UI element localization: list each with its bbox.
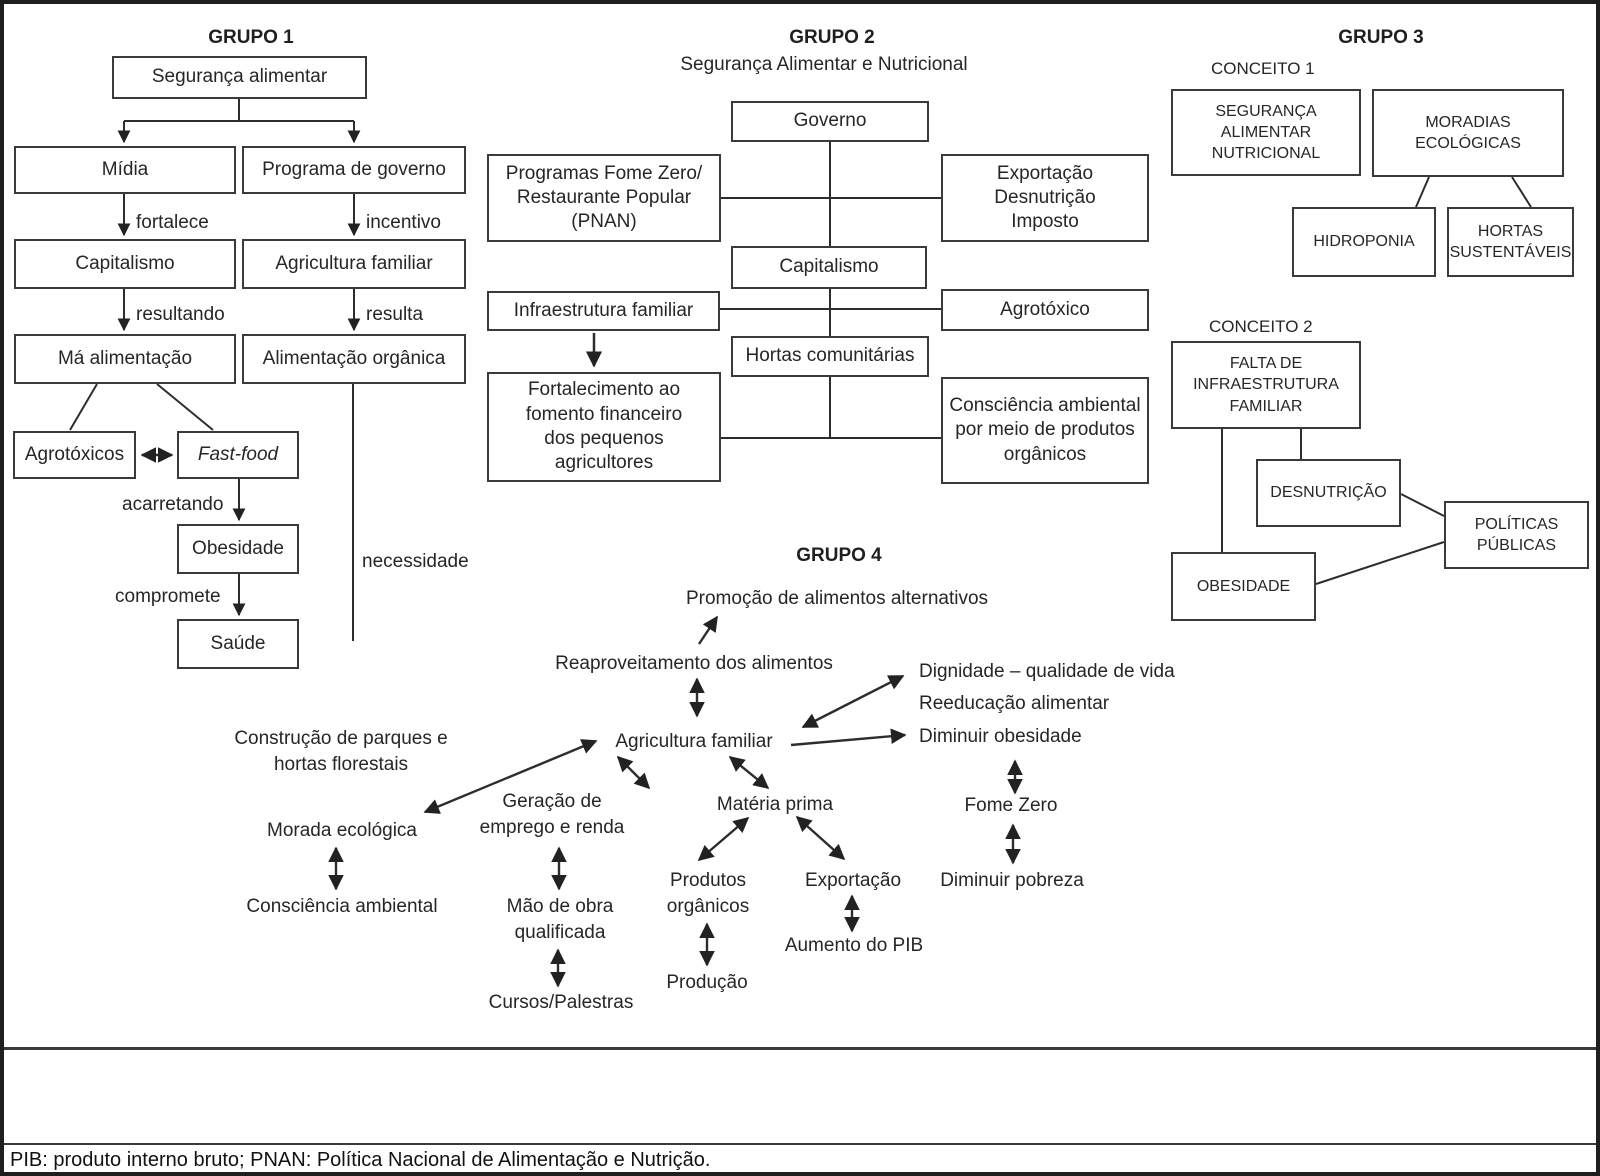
node-falta-infraestrutura-familiar: FALTA DE INFRAESTRUTURA FAMILIAR [1171, 341, 1361, 429]
node-morada-ecologica: Morada ecológica [267, 820, 417, 841]
node-dignidade-qualidade: Dignidade – qualidade de vida [919, 661, 1175, 682]
node-hortas-comunitarias: Hortas comunitárias [731, 336, 929, 377]
node-exportacao-desnutricao-imposto: Exportação Desnutrição Imposto [941, 154, 1149, 242]
node-capitalismo-g2: Capitalismo [731, 246, 927, 289]
node-governo: Governo [731, 101, 929, 142]
node-desnutricao: DESNUTRIÇÃO [1256, 459, 1401, 527]
node-fast-food: Fast-food [177, 431, 299, 479]
node-midia: Mídia [14, 146, 236, 194]
divider-line-bottom [4, 1143, 1596, 1145]
node-promocao-alimentos: Promoção de alimentos alternativos [685, 588, 989, 609]
node-fome-zero: Fome Zero [964, 795, 1058, 816]
edge-label-incentivo: incentivo [366, 212, 441, 233]
node-hidroponia: HIDROPONIA [1292, 207, 1436, 277]
node-agrotoxico-g2: Agrotóxico [941, 289, 1149, 331]
node-seguranca-alimentar-nutricional: SEGURANÇA ALIMENTAR NUTRICIONAL [1171, 89, 1361, 176]
node-saude: Saúde [177, 619, 299, 669]
edge-label-necessidade: necessidade [362, 551, 469, 572]
node-consciencia-ambiental-g2: Consciência ambiental por meio de produt… [941, 377, 1149, 484]
edge-label-fortalece: fortalece [136, 212, 209, 233]
node-consciencia-ambiental-g4: Consciência ambiental [246, 896, 438, 917]
node-fortalecimento-fomento: Fortalecimento ao fomento financeiro dos… [487, 372, 721, 482]
node-agricultura-familiar-g4: Agricultura familiar [615, 731, 773, 752]
group1-title: GRUPO 1 [208, 27, 294, 48]
node-politicas-publicas: POLÍTICAS PÚBLICAS [1444, 501, 1589, 569]
node-produtos-organicos: Produtos orgânicos [666, 870, 750, 917]
node-diminuir-obesidade: Diminuir obesidade [919, 726, 1082, 747]
node-moradias-ecologicas: MORADIAS ECOLÓGICAS [1372, 89, 1564, 177]
group4-title: GRUPO 4 [796, 545, 882, 566]
group2-title: GRUPO 2 [789, 27, 875, 48]
node-obesidade-g3: OBESIDADE [1171, 552, 1316, 621]
edge-label-compromete: compromete [115, 586, 221, 607]
node-exportacao-g4: Exportação [804, 870, 902, 891]
edge-label-resulta: resulta [366, 304, 424, 325]
conceito1-label: CONCEITO 1 [1211, 59, 1315, 78]
edge-label-acarretando: acarretando [122, 494, 224, 515]
node-aumento-pib: Aumento do PIB [784, 935, 924, 956]
node-seguranca-alimentar: Segurança alimentar [112, 56, 367, 99]
node-capitalismo-g1: Capitalismo [14, 239, 236, 289]
node-producao: Produção [666, 972, 748, 993]
node-programas-fome-zero: Programas Fome Zero/ Restaurante Popular… [487, 154, 721, 242]
edge-label-resultando: resultando [136, 304, 225, 325]
node-mao-de-obra: Mão de obra qualificada [506, 896, 614, 943]
node-alimentacao-organica: Alimentação orgânica [242, 334, 466, 384]
conceito2-label: CONCEITO 2 [1209, 317, 1313, 336]
node-construcao-parques: Construção de parques e hortas florestai… [234, 728, 448, 775]
node-agrotoxicos-g1: Agrotóxicos [13, 431, 136, 479]
node-ma-alimentacao: Má alimentação [14, 334, 236, 384]
node-hortas-sustentaveis: HORTAS SUSTENTÁVEIS [1447, 207, 1574, 277]
node-reeducacao-alimentar: Reeducação alimentar [919, 693, 1110, 714]
node-obesidade-g1: Obesidade [177, 524, 299, 574]
node-materia-prima: Matéria prima [716, 794, 834, 815]
node-geracao-emprego: Geração de emprego e renda [479, 791, 625, 838]
footnote-abbreviations: PIB: produto interno bruto; PNAN: Políti… [10, 1149, 711, 1171]
node-reaproveitamento: Reaproveitamento dos alimentos [555, 653, 833, 674]
node-diminuir-pobreza: Diminuir pobreza [940, 870, 1084, 891]
node-agricultura-familiar-g1: Agricultura familiar [242, 239, 466, 289]
divider-line-top [4, 1047, 1596, 1050]
node-cursos-palestras: Cursos/Palestras [488, 992, 634, 1013]
group2-subtitle: Segurança Alimentar e Nutricional [680, 54, 968, 75]
group3-title: GRUPO 3 [1338, 27, 1424, 48]
node-infraestrutura-familiar: Infraestrutura familiar [487, 291, 720, 331]
node-programa-de-governo: Programa de governo [242, 146, 466, 194]
